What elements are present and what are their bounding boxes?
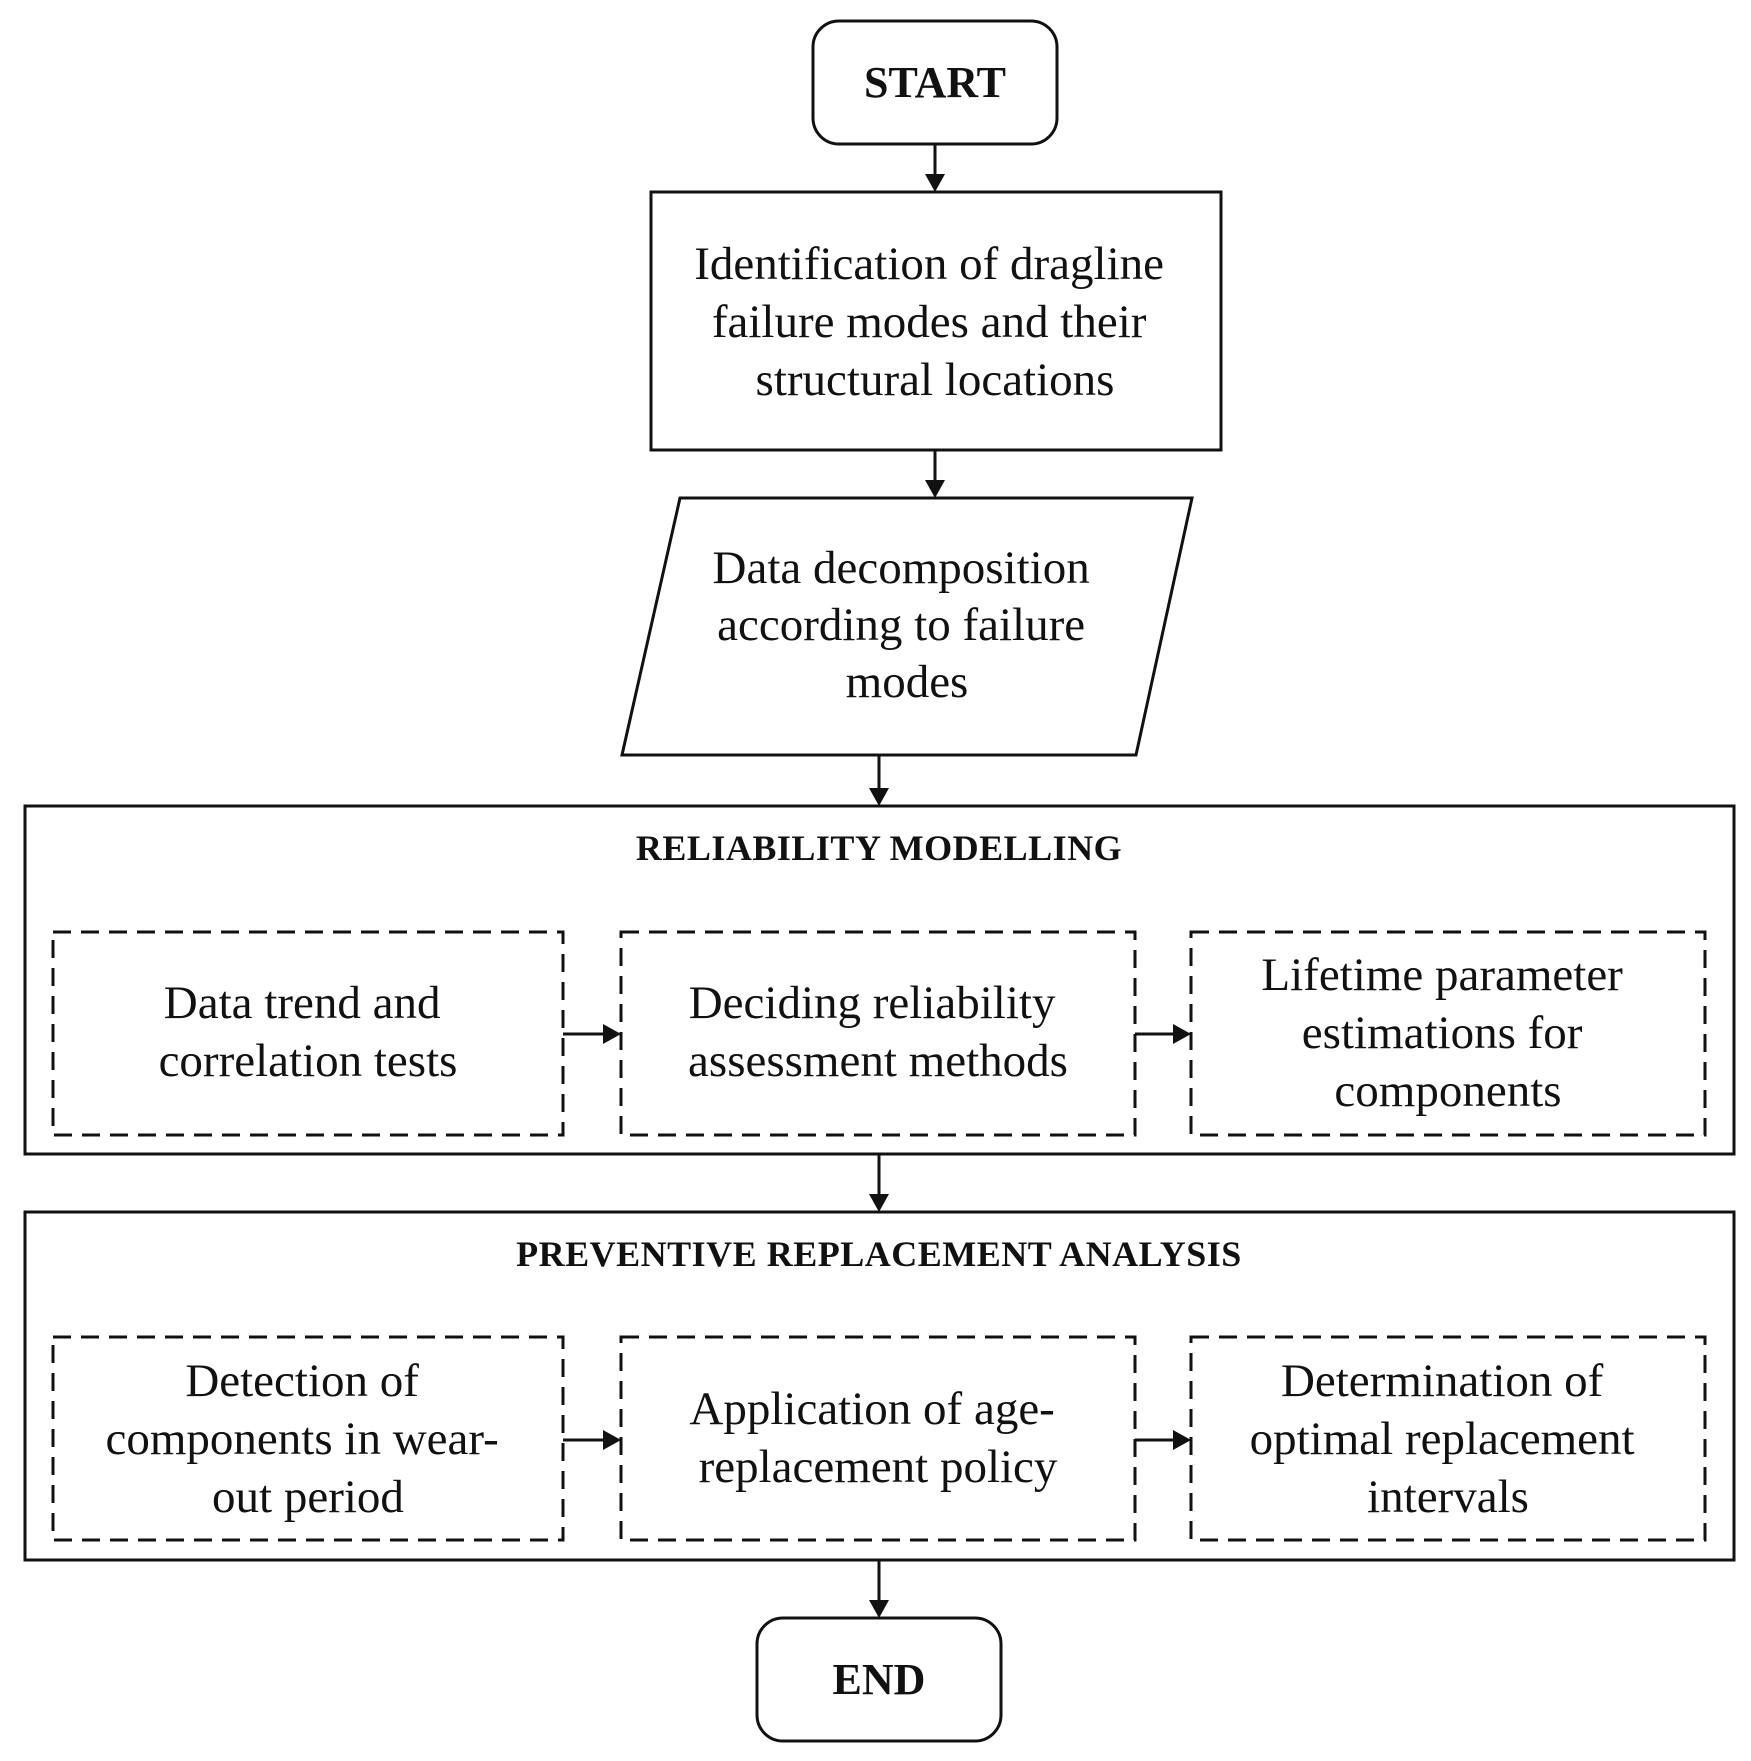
- decomposition-data-node: Data decomposition according to failure …: [620, 496, 1194, 757]
- svg-text:Identification of dragline: Identification of dragline failure modes…: [694, 238, 1176, 406]
- preventive-step-2-line-2: replacement policy: [699, 1441, 1058, 1493]
- reliability-step-1-line-2: correlation tests: [159, 1035, 458, 1087]
- arrow-decomposition-to-reliability: [869, 755, 889, 806]
- svg-text:Deciding reliability ass: Deciding reliability assessment methods: [688, 977, 1068, 1087]
- svg-text:Application of age- repl: Application of age- replacement policy: [689, 1383, 1066, 1493]
- end-node: END: [755, 1616, 1003, 1743]
- preventive-step-3-line-2: optimal replacement: [1250, 1413, 1635, 1465]
- svg-text:Detection of components: Detection of components in wear- out per…: [106, 1355, 511, 1523]
- start-node: START: [811, 19, 1059, 146]
- preventive-step-1-box: [51, 1335, 565, 1542]
- arrow-reliability-to-preventive: [869, 1154, 889, 1212]
- decomposition-line-3: modes: [846, 656, 969, 708]
- reliability-step-2-box: [619, 930, 1137, 1137]
- arrow-reliability-step-1-to-2: [603, 1024, 621, 1044]
- arrow-preventive-to-end: [869, 1560, 889, 1618]
- reliability-step-3-box: [1189, 930, 1707, 1137]
- svg-text:Data decomposition accor: Data decomposition according to failure …: [713, 542, 1102, 708]
- arrow-identification-to-decomposition: [925, 450, 945, 498]
- preventive-replacement-title: PREVENTIVE REPLACEMENT ANALYSIS: [516, 1234, 1242, 1274]
- reliability-step-1-box: [51, 930, 565, 1137]
- preventive-step-1-line-1: Detection of: [185, 1355, 419, 1407]
- arrow-preventive-step-2-to-3: [1173, 1430, 1191, 1450]
- reliability-step-3-line-3: components: [1334, 1065, 1561, 1117]
- reliability-modelling-section: RELIABILITY MODELLING Data trend and cor…: [23, 804, 1736, 1156]
- svg-text:Lifetime parameter estim: Lifetime parameter estimations for compo…: [1261, 949, 1634, 1117]
- arrow-start-to-identification: [925, 144, 945, 192]
- reliability-modelling-title: RELIABILITY MODELLING: [636, 828, 1122, 868]
- preventive-step-1-line-2: components in wear-: [106, 1413, 499, 1465]
- svg-text:Determination of optimal: Determination of optimal replacement int…: [1250, 1355, 1647, 1523]
- reliability-step-2-line-2: assessment methods: [688, 1035, 1068, 1087]
- preventive-step-2-line-1: Application of age-: [689, 1383, 1054, 1435]
- reliability-step-3-line-2: estimations for: [1302, 1007, 1583, 1059]
- reliability-step-3-line-1: Lifetime parameter: [1261, 949, 1623, 1001]
- decomposition-line-1: Data decomposition: [713, 542, 1090, 594]
- identification-line-1: Identification of dragline: [694, 238, 1164, 290]
- preventive-step-3-line-3: intervals: [1367, 1471, 1529, 1523]
- reliability-step-2-line-1: Deciding reliability: [689, 977, 1056, 1029]
- reliability-step-1-line-1: Data trend and: [164, 977, 441, 1029]
- preventive-step-2-box: [619, 1335, 1137, 1542]
- arrow-reliability-step-2-to-3: [1173, 1024, 1191, 1044]
- svg-text:Data trend and correlati: Data trend and correlation tests: [159, 977, 458, 1087]
- decomposition-line-2: according to failure: [717, 599, 1085, 651]
- preventive-step-3-box: [1189, 1335, 1707, 1542]
- identification-line-3: structural locations: [756, 354, 1115, 406]
- preventive-step-1-line-3: out period: [212, 1471, 404, 1523]
- preventive-step-3-line-1: Determination of: [1281, 1355, 1604, 1407]
- arrow-preventive-step-1-to-2: [603, 1430, 621, 1450]
- end-label: END: [833, 1655, 926, 1704]
- start-label: START: [864, 58, 1006, 107]
- identification-process-box: Identification of dragline failure modes…: [649, 190, 1223, 452]
- preventive-replacement-section: PREVENTIVE REPLACEMENT ANALYSIS Detectio…: [23, 1210, 1736, 1562]
- identification-line-2: failure modes and their: [712, 296, 1147, 348]
